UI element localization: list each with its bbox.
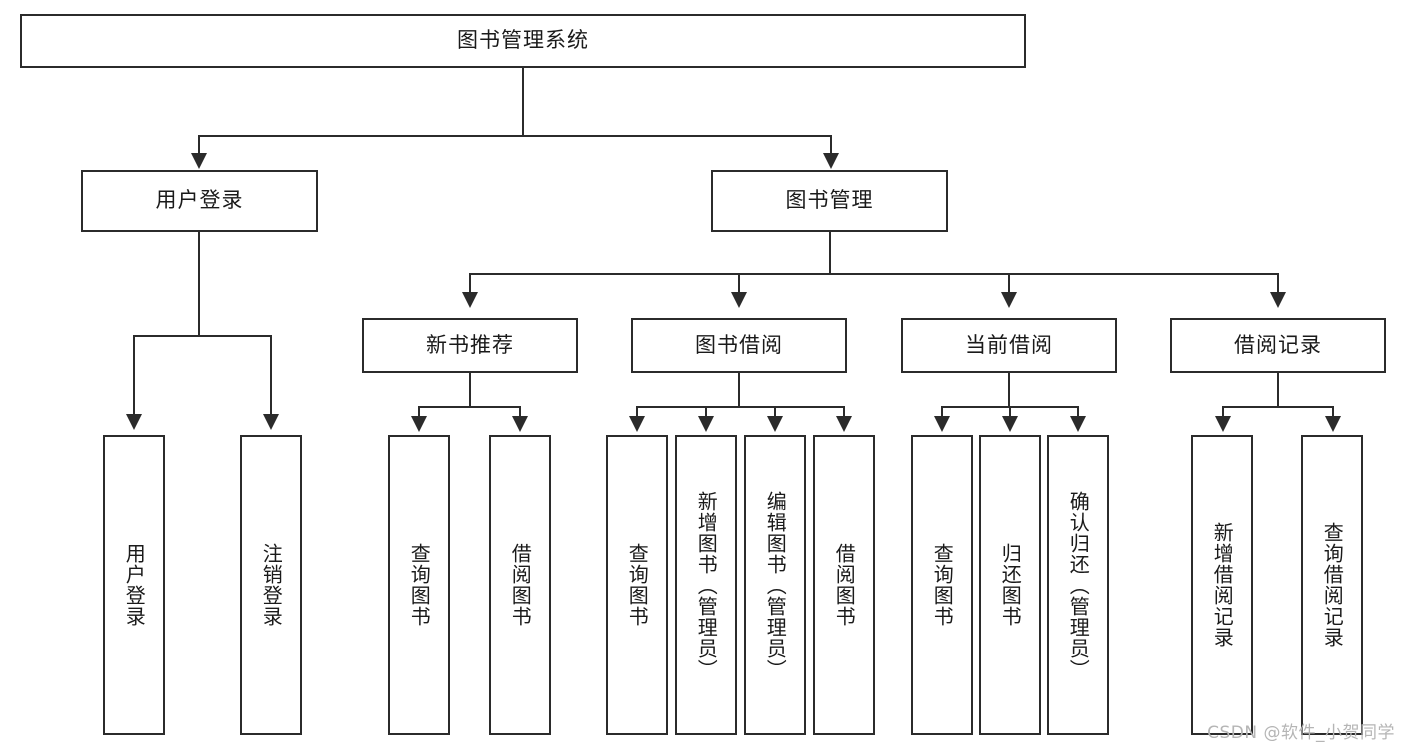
connector-to-book-borrow [738,273,740,295]
node-new-book-recommend[interactable]: 新书推荐 [362,318,578,373]
node-label: 确认归还（管理员） [1066,490,1091,680]
node-leaf-return-book[interactable]: 归还图书 [979,435,1041,735]
node-leaf-borrow-book-recommend[interactable]: 借阅图书 [489,435,551,735]
connector-to-borrow-record [1277,273,1279,295]
arrowhead-current-borrow-leaf3 [1070,416,1086,432]
node-label: 编辑图书（管理员） [763,490,788,680]
node-leaf-add-book-admin[interactable]: 新增图书（管理员） [675,435,737,735]
node-leaf-user-login[interactable]: 用户登录 [103,435,165,735]
node-label: 图书管理系统 [457,28,589,53]
connector-user-login-bus [133,335,272,337]
arrowhead-user-login-leaf2 [263,414,279,430]
arrowhead-new-book-leaf2 [512,416,528,432]
connector-book-borrow-leaf3 [774,406,776,419]
node-label: 注销登录 [259,543,284,627]
connector-borrow-record-leaf2 [1332,406,1334,419]
node-label: 查询借阅记录 [1320,522,1345,648]
csdn-watermark: CSDN @软件_小贺同学 [1207,723,1395,743]
node-leaf-query-book-recommend[interactable]: 查询图书 [388,435,450,735]
connector-book-borrow-leaf1 [636,406,638,419]
connector-new-book-bus [418,406,521,408]
connector-book-borrow-leaf4 [843,406,845,419]
node-root-book-management-system[interactable]: 图书管理系统 [20,14,1026,68]
connector-to-user-login [198,135,200,157]
connector-new-book-stem [469,373,471,407]
arrowhead-to-current-borrow [1001,292,1017,308]
node-current-borrow[interactable]: 当前借阅 [901,318,1117,373]
node-label: 新增图书（管理员） [694,490,719,680]
connector-level3-bus [469,273,1279,275]
node-label: 图书借阅 [695,332,783,357]
arrowhead-current-borrow-leaf2 [1002,416,1018,432]
arrowhead-borrow-record-leaf2 [1325,416,1341,432]
node-label: 新书推荐 [426,332,514,357]
connector-book-borrow-stem [738,373,740,407]
node-leaf-query-book-borrow[interactable]: 查询图书 [606,435,668,735]
node-label: 新增借阅记录 [1210,522,1235,648]
connector-user-login-leaf2 [270,335,272,417]
node-book-borrow[interactable]: 图书借阅 [631,318,847,373]
node-book-management[interactable]: 图书管理 [711,170,948,232]
node-label: 借阅图书 [832,543,857,627]
arrowhead-new-book-leaf1 [411,416,427,432]
node-label: 用户登录 [155,188,244,213]
arrowhead-to-user-login [191,153,207,169]
connector-level2-bus [198,135,832,137]
node-label: 图书管理 [785,188,874,213]
arrowhead-book-borrow-leaf3 [767,416,783,432]
node-leaf-query-book-current[interactable]: 查询图书 [911,435,973,735]
connector-book-borrow-bus [636,406,844,408]
connector-user-login-leaf1 [133,335,135,417]
connector-new-book-leaf1 [418,406,420,419]
connector-borrow-record-stem [1277,373,1279,407]
arrowhead-to-borrow-record [1270,292,1286,308]
node-leaf-confirm-return-admin[interactable]: 确认归还（管理员） [1047,435,1109,735]
node-label: 查询图书 [930,543,955,627]
arrowhead-book-borrow-leaf1 [629,416,645,432]
node-label: 查询图书 [625,543,650,627]
node-label: 查询图书 [407,543,432,627]
arrowhead-book-borrow-leaf2 [698,416,714,432]
connector-new-book-leaf2 [519,406,521,419]
connector-current-borrow-leaf2 [1009,406,1011,419]
arrowhead-user-login-leaf1 [126,414,142,430]
arrowhead-borrow-record-leaf1 [1215,416,1231,432]
connector-to-current-borrow [1008,273,1010,295]
arrowhead-to-new-book-recommend [462,292,478,308]
arrowhead-to-book-borrow [731,292,747,308]
connector-current-borrow-leaf1 [941,406,943,419]
connector-user-login-stem [198,232,200,336]
node-label: 归还图书 [998,543,1023,627]
connector-book-management-stem [829,232,831,274]
connector-borrow-record-leaf1 [1222,406,1224,419]
connector-borrow-record-bus [1222,406,1334,408]
node-leaf-edit-book-admin[interactable]: 编辑图书（管理员） [744,435,806,735]
node-leaf-query-borrow-record[interactable]: 查询借阅记录 [1301,435,1363,735]
arrowhead-to-book-management [823,153,839,169]
node-label: 用户登录 [122,543,147,627]
node-leaf-borrow-book[interactable]: 借阅图书 [813,435,875,735]
node-leaf-logout[interactable]: 注销登录 [240,435,302,735]
node-label: 当前借阅 [965,332,1053,357]
arrowhead-current-borrow-leaf1 [934,416,950,432]
connector-current-borrow-leaf3 [1077,406,1079,419]
connector-book-borrow-leaf2 [705,406,707,419]
node-label: 借阅记录 [1234,332,1322,357]
node-borrow-record[interactable]: 借阅记录 [1170,318,1386,373]
node-user-login[interactable]: 用户登录 [81,170,318,232]
connector-current-borrow-stem [1008,373,1010,407]
connector-root-stem [522,68,524,136]
node-leaf-add-borrow-record[interactable]: 新增借阅记录 [1191,435,1253,735]
node-label: 借阅图书 [508,543,533,627]
connector-to-new-book-recommend [469,273,471,295]
connector-to-book-management [830,135,832,157]
arrowhead-book-borrow-leaf4 [836,416,852,432]
